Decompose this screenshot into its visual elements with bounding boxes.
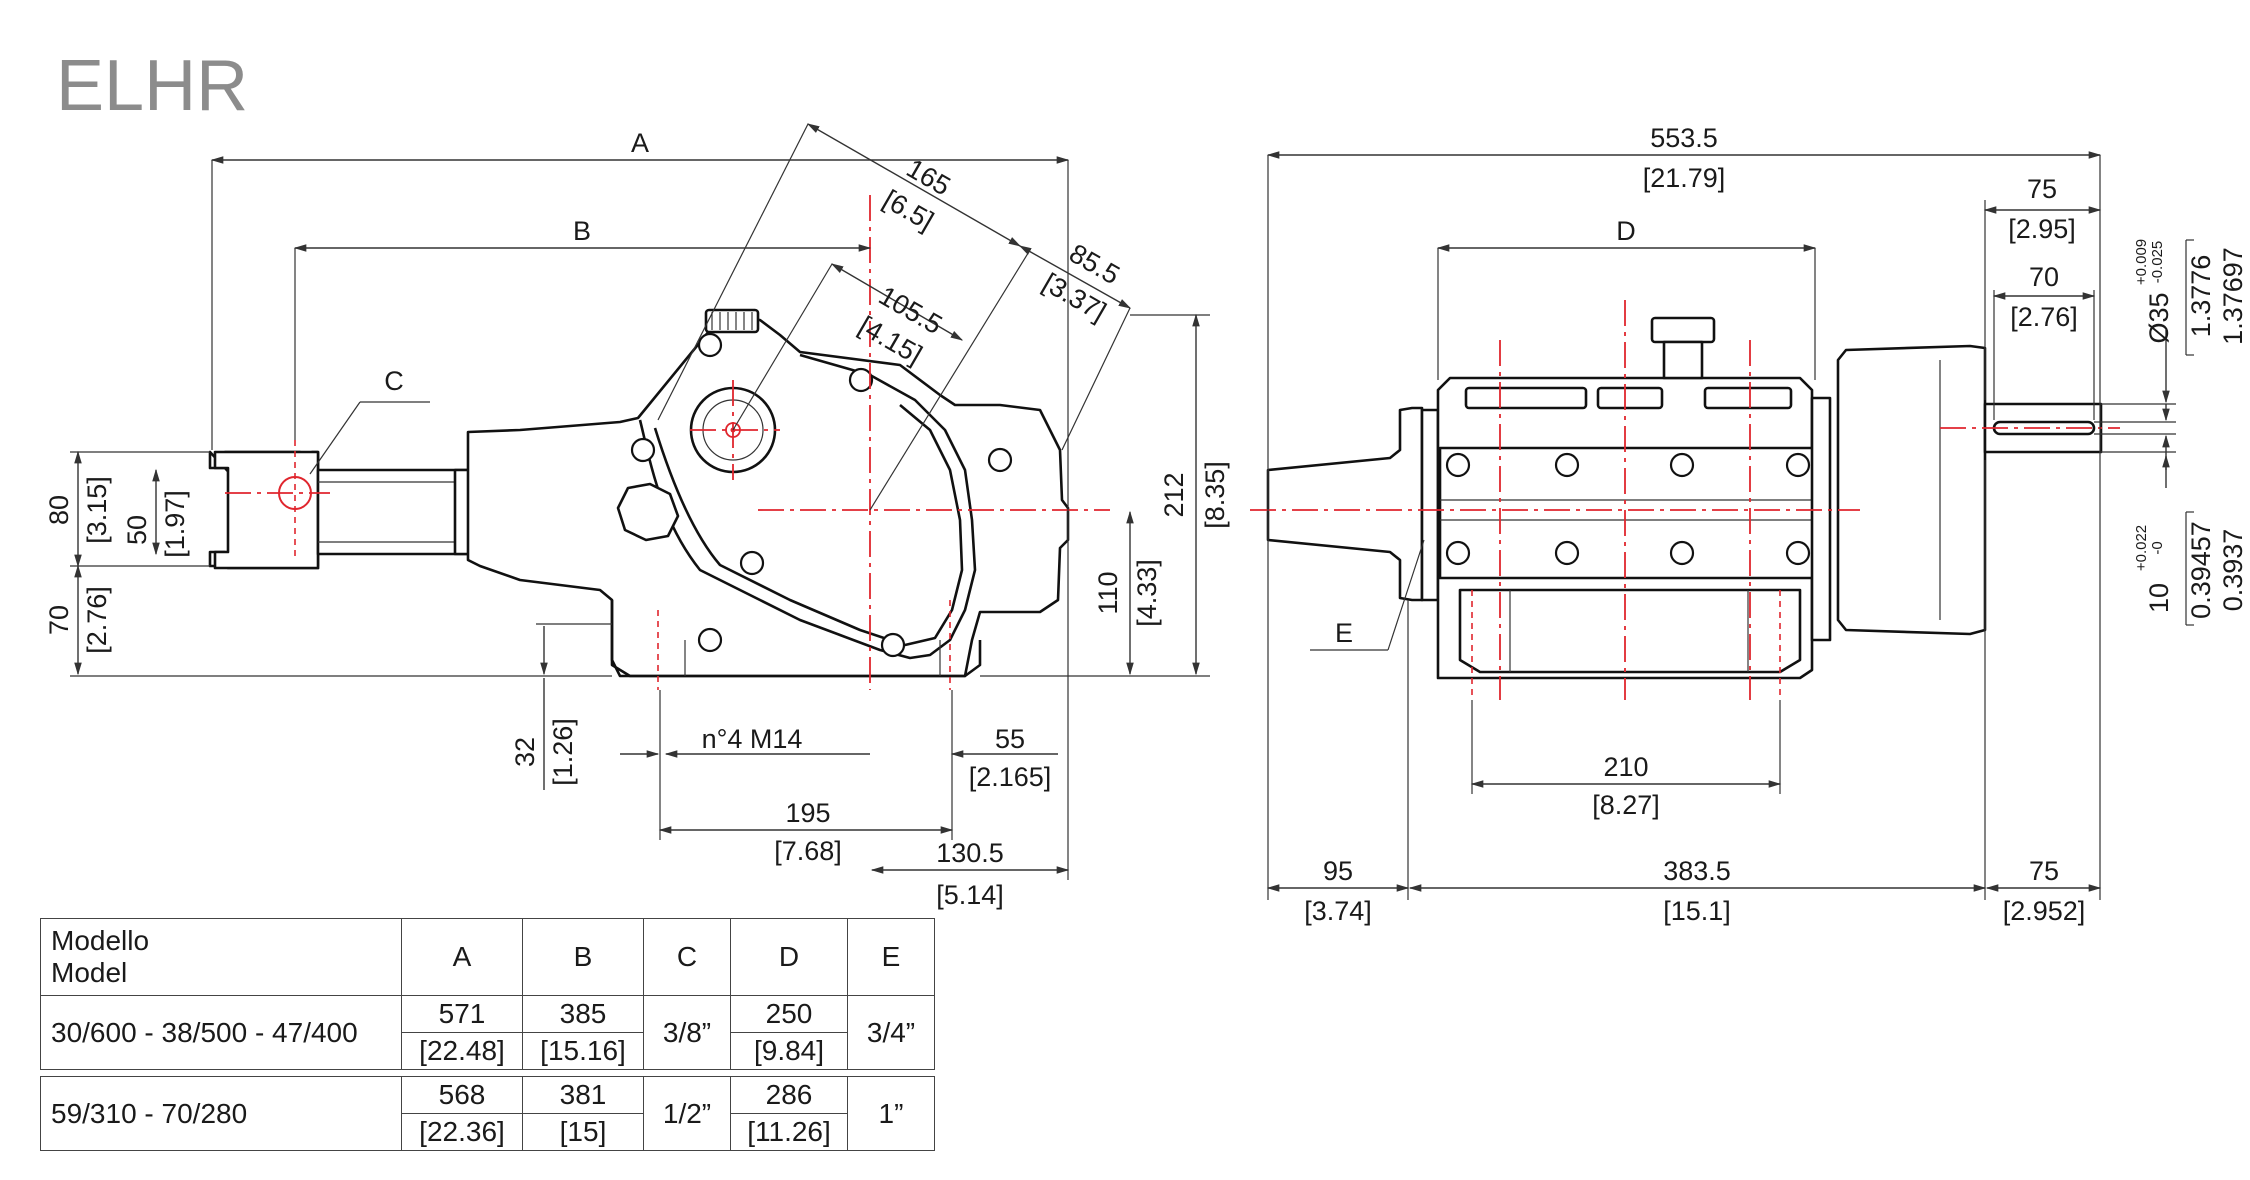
top-view: 553.5 [21.79] D E 75 [2.95] 70 [2.76] Ø3… — [1250, 123, 2248, 926]
dim-10-inch-2: 0.3937 — [2218, 529, 2248, 612]
dim-210-inch-label: [8.27] — [1592, 790, 1660, 820]
row-1-e: 3/4” — [847, 995, 935, 1070]
oil-filler-cap — [704, 308, 760, 334]
row-1-b-inch: [15.16] — [522, 1032, 644, 1070]
motor-housing — [1836, 344, 1987, 636]
bolt — [848, 367, 874, 393]
dim-80-label: 80 — [44, 495, 74, 525]
row-1-d: 250 — [730, 995, 848, 1033]
dim-10-inch-1: 0.39457 — [2186, 521, 2216, 619]
row-2-b: 381 — [522, 1076, 644, 1114]
dim-10-tol-up: +0.022 — [2133, 525, 2150, 571]
thread-callout-label: n°4 M14 — [702, 724, 803, 754]
dim-212-label: 212 — [1159, 472, 1189, 517]
dim-130-5-inch-label: [5.14] — [936, 880, 1004, 910]
dim-210-label: 210 — [1603, 752, 1648, 782]
row-1-a-inch: [22.48] — [401, 1032, 523, 1070]
dim-D-label: D — [1616, 216, 1636, 246]
row-2-a: 568 — [401, 1076, 523, 1114]
dim-35-tol-down: -0.025 — [2149, 241, 2166, 284]
table-row: 30/600 - 38/500 - 47/400 571 385 3/8” 25… — [40, 995, 935, 1070]
dim-75-top-inch-label: [2.95] — [2008, 214, 2076, 244]
dim-10-label: 10 — [2144, 583, 2174, 613]
dim-80-inch-label: [3.15] — [82, 476, 112, 544]
dim-A-label: A — [631, 128, 649, 158]
bolt — [630, 437, 656, 463]
row-2-a-inch: [22.36] — [401, 1113, 523, 1151]
row-2-e: 1” — [847, 1076, 935, 1151]
row-gap — [40, 1069, 935, 1077]
row-2-b-inch: [15] — [522, 1113, 644, 1151]
dim-110-label: 110 — [1093, 571, 1123, 614]
dim-130-5-label: 130.5 — [936, 838, 1004, 868]
row-2-d: 286 — [730, 1076, 848, 1114]
dim-C-label: C — [384, 366, 404, 396]
table-header-row: Modello Model A B C D E — [40, 918, 935, 996]
header-d: D — [730, 918, 848, 996]
row-2-model: 59/310 - 70/280 — [40, 1076, 402, 1151]
dim-195-inch-label: [7.68] — [774, 836, 842, 866]
bolt — [987, 447, 1013, 473]
drawing-title: ELHR — [56, 46, 248, 126]
header-model: Modello Model — [40, 918, 402, 996]
header-b: B — [522, 918, 644, 996]
model-dimension-table: Modello Model A B C D E 30/600 - 38/500 … — [40, 918, 935, 1151]
dim-553-5-inch-label: [21.79] — [1643, 163, 1726, 193]
dim-70-inch-label: [2.76] — [82, 586, 112, 654]
row-1-d-inch: [9.84] — [730, 1032, 848, 1070]
dim-195-label: 195 — [785, 798, 830, 828]
dim-55-inch-label: [2.165] — [969, 762, 1052, 792]
dim-383-5-inch-label: [15.1] — [1663, 896, 1731, 926]
header-model-it: Modello — [51, 925, 150, 956]
bolt — [697, 332, 723, 358]
bolt — [880, 632, 906, 658]
oil-filler-cap-top — [1650, 316, 1716, 344]
dim-70-top-inch-label: [2.76] — [2010, 302, 2078, 332]
header-e: E — [847, 918, 935, 996]
cylinder-plate — [1438, 446, 1816, 580]
table-row: [22.36] [15] [11.26] — [41, 1113, 935, 1151]
table-row: 59/310 - 70/280 568 381 1/2” 286 1” — [40, 1076, 935, 1151]
pump-head-block — [213, 450, 320, 570]
hex-nut — [616, 482, 680, 542]
dim-70-top-label: 70 — [2029, 262, 2059, 292]
row-2-c: 1/2” — [643, 1076, 731, 1151]
dim-10-tol-down: -0 — [2149, 541, 2166, 554]
row-1-c: 3/8” — [643, 995, 731, 1070]
header-c: C — [643, 918, 731, 996]
dim-35-tol-up: +0.009 — [2133, 239, 2150, 285]
dim-75-bottom-label: 75 — [2029, 856, 2059, 886]
dim-35-label: Ø35 — [2144, 292, 2174, 343]
dim-32-label: 32 — [510, 737, 540, 767]
plunger-housing — [316, 468, 470, 556]
dim-70-label: 70 — [44, 605, 74, 635]
header-model-en: Model — [51, 957, 128, 988]
row-1-a: 571 — [401, 995, 523, 1033]
dim-55-label: 55 — [995, 724, 1025, 754]
dim-75-top-label: 75 — [2027, 174, 2057, 204]
dim-75-bottom-inch-label: [2.952] — [2003, 896, 2086, 926]
dim-35-inch-2: 1.37697 — [2218, 247, 2248, 345]
dim-383-5-label: 383.5 — [1663, 856, 1731, 886]
row-1-b: 385 — [522, 995, 644, 1033]
table-row: [22.48] [15.16] [9.84] — [41, 1032, 935, 1070]
dim-553-5-label: 553.5 — [1650, 123, 1718, 153]
bolt — [739, 550, 765, 576]
dim-50-inch-label: [1.97] — [160, 490, 190, 558]
dim-212-inch-label: [8.35] — [1200, 461, 1230, 529]
row-1-model: 30/600 - 38/500 - 47/400 — [40, 995, 402, 1070]
dim-35-inch-1: 1.3776 — [2186, 255, 2216, 338]
dim-95-inch-label: [3.74] — [1304, 896, 1372, 926]
dim-B-label: B — [573, 216, 591, 246]
dim-110-inch-label: [4.33] — [1132, 559, 1162, 627]
dim-95-label: 95 — [1323, 856, 1353, 886]
dim-50-label: 50 — [122, 515, 152, 545]
row-2-d-inch: [11.26] — [730, 1113, 848, 1151]
side-view: A B C 165 [6.5] 85.5 [3.37] 105.5 [4.15]… — [44, 123, 1230, 910]
dim-32-inch-label: [1.26] — [548, 718, 578, 786]
shaft-hub-left — [1266, 406, 1424, 602]
header-a: A — [401, 918, 523, 996]
dim-E-label: E — [1335, 618, 1353, 648]
